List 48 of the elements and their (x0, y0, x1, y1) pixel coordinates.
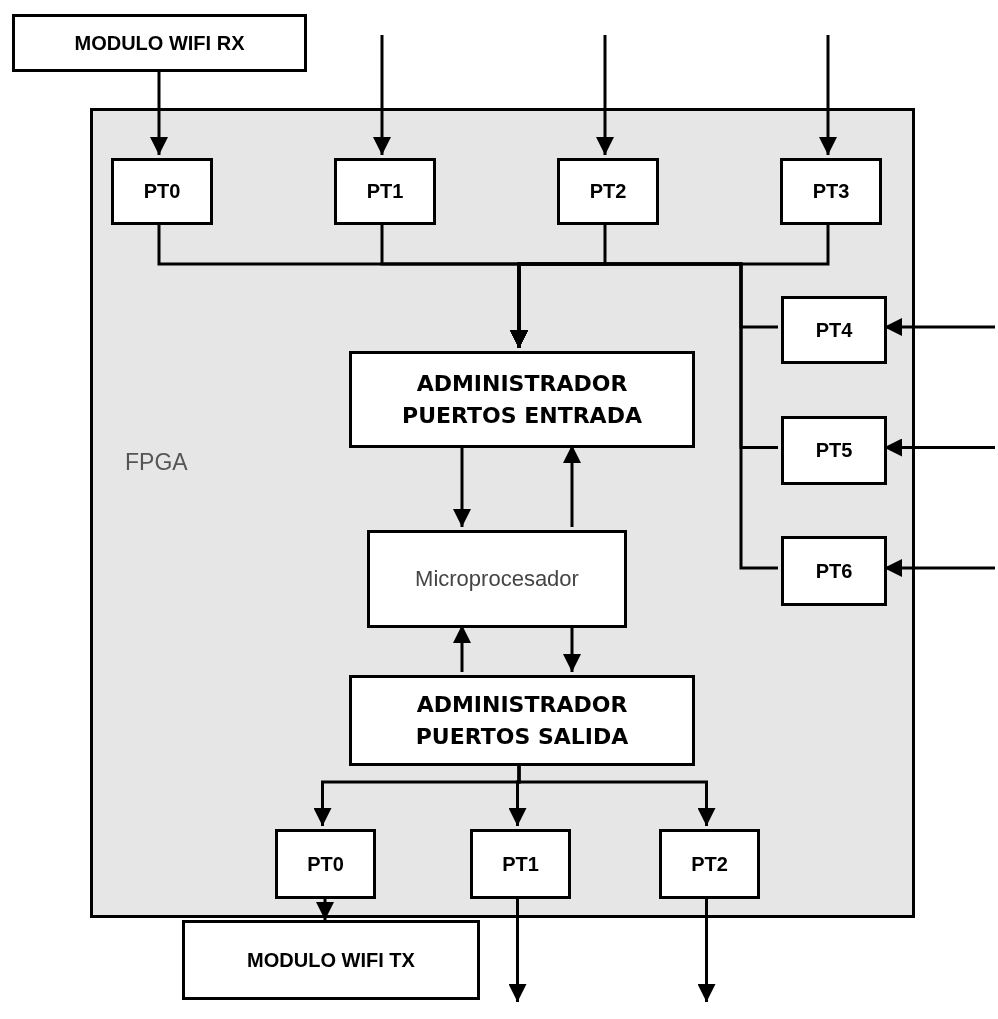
box-label: PT3 (812, 180, 850, 203)
arrow (150, 72, 168, 155)
box-label: PT6 (815, 559, 853, 583)
box-label: ADMINISTRADOR PUERTOS ENTRADA (401, 369, 643, 430)
processor-box (367, 530, 627, 628)
port-box (781, 296, 887, 364)
arrow (373, 35, 391, 155)
box-label: PT1 (366, 180, 404, 203)
port-box (781, 536, 887, 606)
arrow (517, 763, 716, 826)
port-box (470, 829, 571, 899)
manager-box (349, 351, 695, 448)
fpga-block (90, 108, 915, 918)
module-box (12, 14, 307, 72)
arrow (819, 35, 837, 155)
box-label: PT1 (502, 852, 539, 876)
port-box (275, 829, 376, 899)
box-label: PT0 (307, 852, 344, 876)
arrow (697, 896, 716, 1002)
arrow (453, 625, 471, 672)
arrow (453, 445, 471, 527)
arrow (510, 262, 778, 570)
box-label: Microprocesador (415, 566, 579, 592)
box-label: MODULO WIFI RX (74, 31, 245, 55)
arrow (508, 896, 527, 1002)
arrow (563, 445, 581, 527)
box-label: MODULO WIFI TX (247, 948, 415, 972)
port-box (780, 158, 882, 225)
arrow (563, 625, 581, 672)
box-label: PT4 (815, 318, 853, 342)
arrow (884, 318, 995, 336)
arrow (596, 35, 614, 155)
arrow (884, 559, 995, 577)
port-box (334, 158, 436, 225)
manager-box (349, 675, 695, 766)
module-box (182, 920, 480, 1000)
block-label: FPGA (125, 449, 188, 476)
port-box (659, 829, 760, 899)
box-label: PT5 (815, 439, 853, 462)
port-box (781, 416, 887, 485)
port-box (557, 158, 659, 225)
box-label: PT0 (143, 180, 181, 203)
arrow (884, 438, 995, 457)
arrow (316, 896, 334, 920)
port-box (111, 158, 213, 225)
box-label: PT2 (691, 852, 728, 876)
box-label: ADMINISTRADOR PUERTOS SALIDA (414, 690, 630, 751)
box-label: PT2 (589, 180, 627, 203)
